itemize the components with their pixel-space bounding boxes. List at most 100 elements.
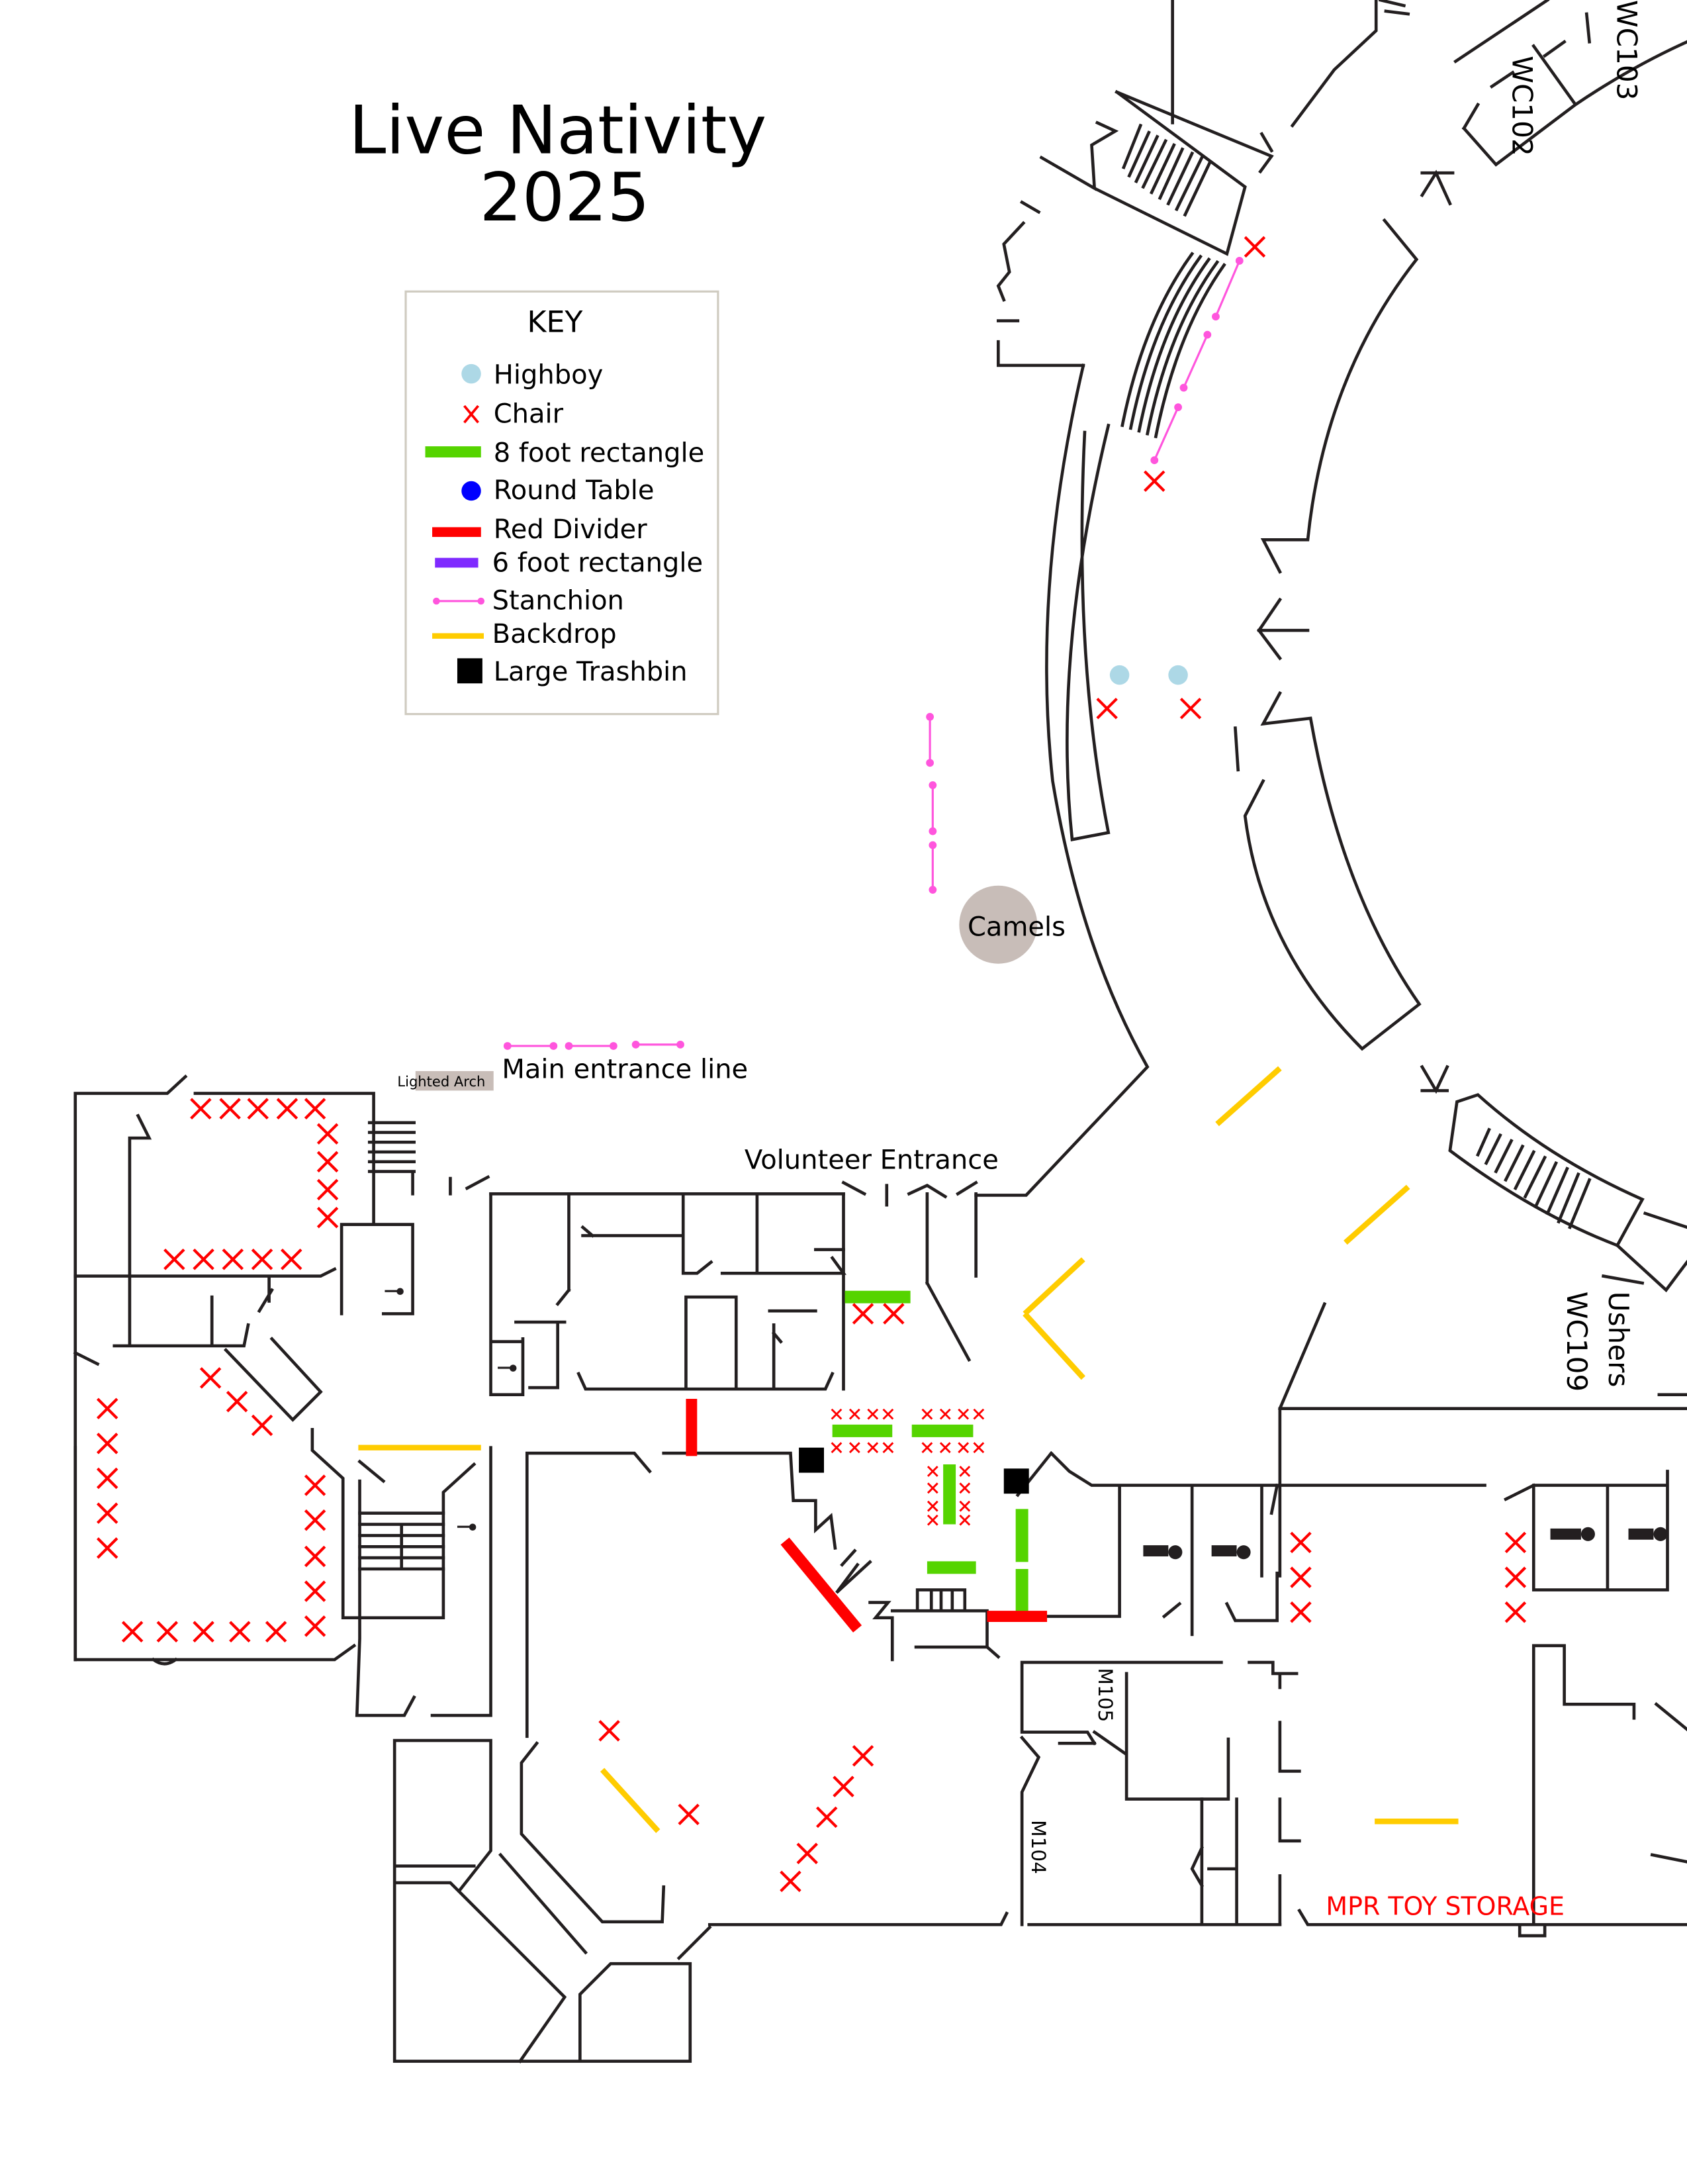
- chair-stroke: [958, 1408, 970, 1420]
- stair-arrow-icon: [385, 1288, 404, 1296]
- chair: [193, 1621, 214, 1642]
- stanchion: [1212, 257, 1244, 321]
- chair-stroke: [815, 1806, 838, 1828]
- key-label-divider: Red Divider: [494, 514, 647, 545]
- chair-stroke: [193, 1249, 214, 1270]
- chair: [1504, 1601, 1527, 1623]
- chair-stroke: [156, 1621, 179, 1642]
- chair-icon: [463, 404, 480, 424]
- key-label-trashbin: Large Trashbin: [494, 657, 688, 687]
- restroom-icon: [1628, 1527, 1668, 1541]
- chair-stroke: [219, 1098, 241, 1120]
- backdrop: [1023, 1311, 1085, 1380]
- chair: [316, 1178, 339, 1201]
- stanchion-post: [929, 781, 937, 789]
- chair-stroke: [304, 1615, 326, 1637]
- chair-stroke: [1290, 1601, 1312, 1623]
- room-label-mpr-toy-storage: MPR TOY STORAGE: [1326, 1891, 1565, 1921]
- chair-stroke: [96, 1398, 118, 1419]
- chair: [959, 1514, 971, 1526]
- chair-stroke: [96, 1502, 118, 1524]
- chair: [973, 1408, 985, 1420]
- chair: [852, 1303, 874, 1325]
- chair-stroke: [921, 1408, 933, 1420]
- chair: [833, 1776, 854, 1797]
- chair: [156, 1621, 179, 1642]
- chair-stroke: [883, 1303, 905, 1325]
- chair-stroke: [959, 1482, 971, 1494]
- chair: [678, 1803, 700, 1825]
- chair: [958, 1408, 970, 1420]
- map-title-line1: Live Nativity: [349, 91, 766, 169]
- stanchion-post: [929, 886, 937, 894]
- chair-stroke: [316, 1206, 339, 1229]
- chair: [796, 1842, 818, 1864]
- chairs: [96, 236, 1527, 1893]
- chair-stroke: [316, 1178, 339, 1201]
- backdrop: [1215, 1066, 1282, 1127]
- chair: [867, 1442, 879, 1454]
- chair: [1144, 470, 1165, 493]
- stanchion-post: [610, 1042, 617, 1050]
- chair: [867, 1408, 879, 1420]
- chair-stroke: [304, 1545, 326, 1568]
- chair: [222, 1249, 244, 1270]
- chair-stroke: [959, 1514, 971, 1526]
- chair: [276, 1098, 298, 1120]
- camels-label: Camels: [968, 912, 1066, 943]
- red-divider: [780, 1537, 862, 1633]
- stanchion: [503, 1042, 558, 1050]
- stair-arrow-icon: [498, 1364, 517, 1372]
- chair: [247, 1098, 269, 1120]
- chair-stroke: [1144, 470, 1165, 493]
- chair: [1244, 236, 1266, 258]
- stanchion-post: [926, 759, 935, 767]
- backdrops: [358, 1066, 1459, 1833]
- chair-stroke: [927, 1466, 938, 1477]
- chair-stroke: [96, 1433, 118, 1454]
- restroom-icon: [1143, 1545, 1183, 1560]
- stanchion-post: [929, 827, 937, 835]
- chair: [939, 1408, 951, 1420]
- key-label-highboy: Highboy: [494, 359, 604, 390]
- chair: [304, 1509, 326, 1531]
- chair: [304, 1098, 326, 1120]
- chair-stroke: [96, 1537, 118, 1559]
- room-label-wc103: WC103: [1611, 0, 1643, 100]
- chair: [316, 1123, 339, 1145]
- main-entrance-line-label: Main entrance line: [502, 1054, 748, 1084]
- stanchion: [565, 1042, 617, 1050]
- backdrop: [600, 1768, 661, 1833]
- stanchion-rope: [1183, 334, 1208, 389]
- chair-stroke: [927, 1500, 938, 1512]
- chair: [251, 1414, 273, 1437]
- chair: [852, 1745, 874, 1767]
- volunteer-entrance-label: Volunteer Entrance: [745, 1145, 999, 1175]
- chair: [598, 1720, 620, 1742]
- key-heading: KEY: [527, 305, 583, 339]
- chair-stroke: [199, 1367, 222, 1389]
- chair-stroke: [867, 1442, 879, 1454]
- map-key: KEY Highboy Chair 8 foot rectangle Round…: [404, 290, 719, 716]
- chair: [316, 1151, 339, 1173]
- lighted-arch-label: Lighted Arch: [397, 1073, 485, 1090]
- chair: [927, 1500, 938, 1512]
- stanchion-post: [1212, 312, 1220, 321]
- room-label-wc109: WC109: [1561, 1292, 1593, 1392]
- chair: [96, 1502, 118, 1524]
- key-label-stanchion: Stanchion: [492, 586, 624, 616]
- chair-stroke: [831, 1408, 843, 1420]
- chair-stroke: [1179, 697, 1202, 720]
- chair-stroke: [1244, 236, 1266, 258]
- chair: [281, 1249, 302, 1270]
- stanchion-post: [565, 1042, 573, 1050]
- backdrop: [1344, 1184, 1410, 1245]
- 6ft-table-icon: [435, 557, 479, 568]
- building-walls: [73, 0, 1687, 2064]
- chair-stroke: [96, 1467, 118, 1490]
- chair-stroke: [247, 1098, 269, 1120]
- chair: [304, 1615, 326, 1637]
- 8ft-table-icon: [425, 446, 481, 457]
- chair-stroke: [304, 1098, 326, 1120]
- stair-arrow-icon: [457, 1523, 477, 1531]
